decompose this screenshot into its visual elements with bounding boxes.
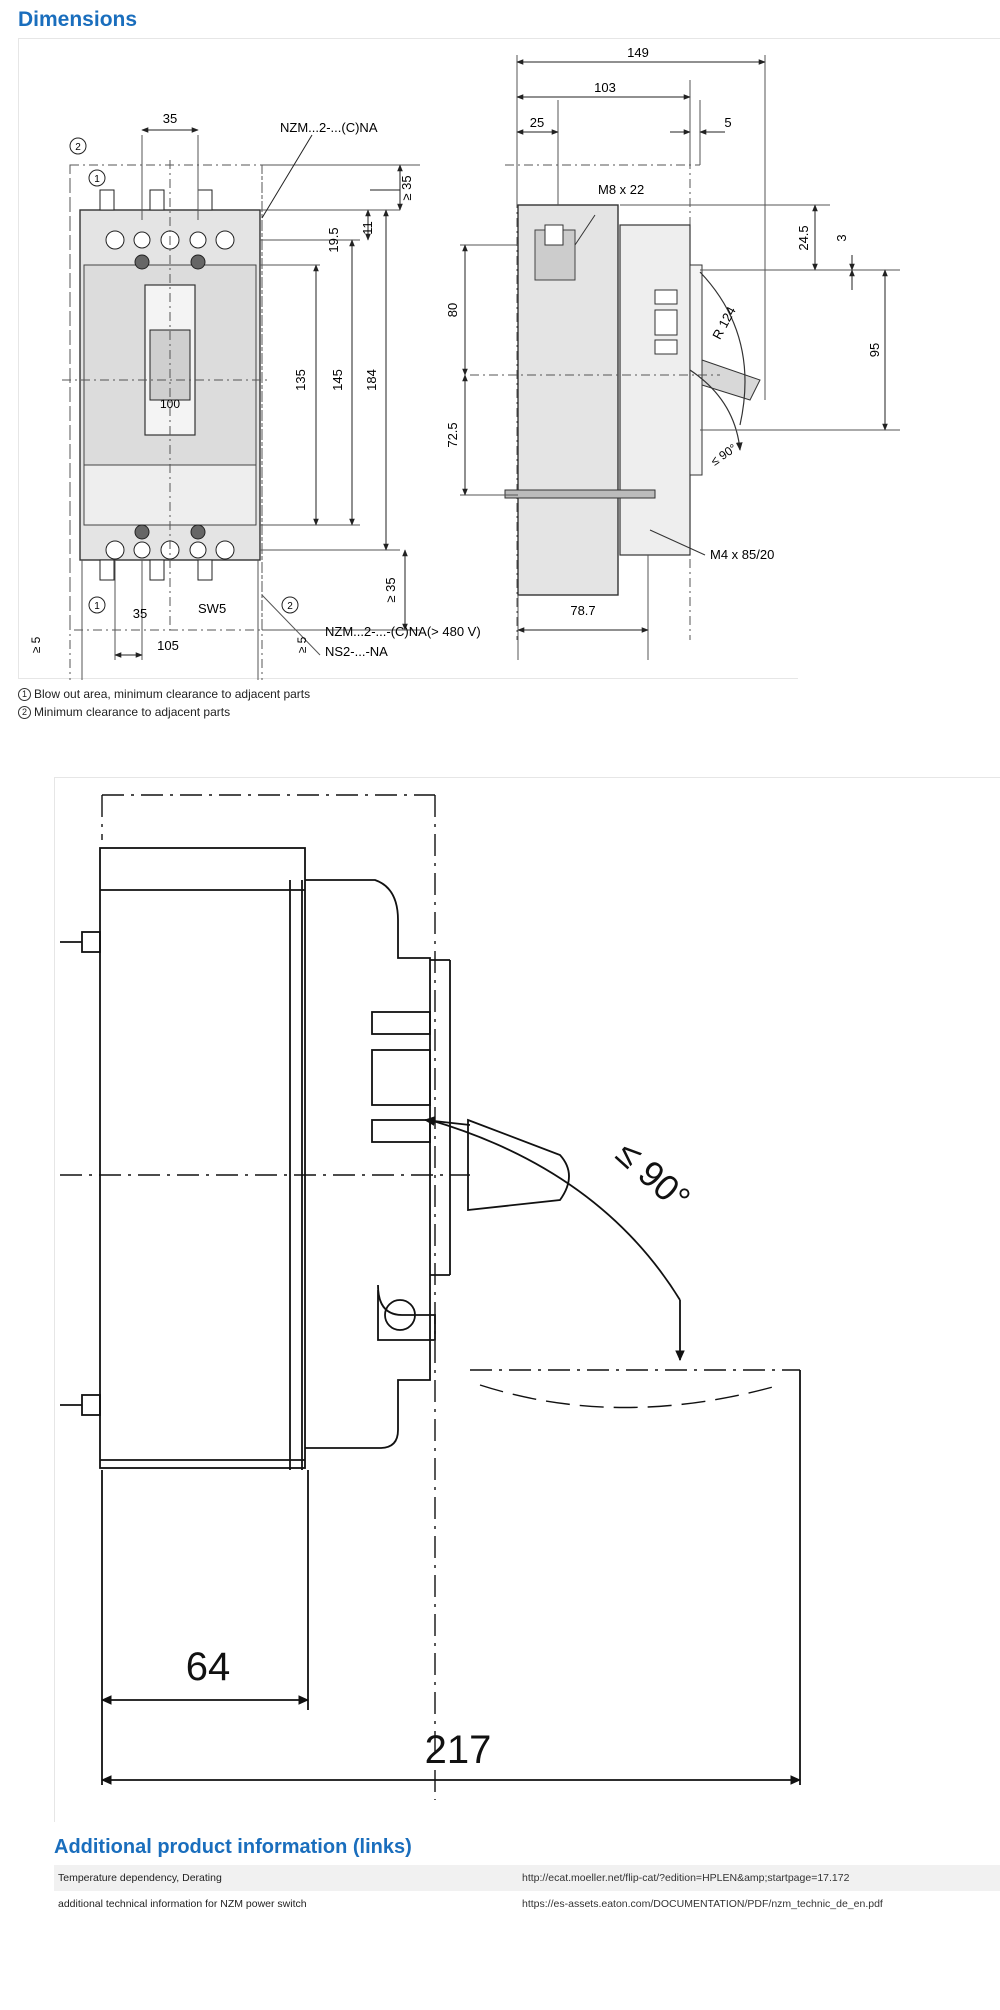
note-2-text: Minimum clearance to adjacent parts	[34, 705, 231, 719]
dim-24-5: 24.5	[796, 225, 811, 250]
circle-marker-2-bottom	[281, 596, 299, 614]
dim-78-7: 78.7	[570, 603, 595, 618]
front-view	[62, 127, 420, 680]
frame-left-rule	[18, 38, 19, 678]
dim-35-top: 35	[163, 111, 177, 126]
link-url[interactable]: https://es-assets.eaton.com/DOCUMENTATIO…	[522, 1898, 883, 1910]
label-nzm-top: NZM...2-...(C)NA	[280, 120, 378, 135]
dim-100: 100	[160, 397, 180, 411]
label-side-90: ≤ 90°	[708, 441, 739, 469]
dimension-drawing-top: 35 NZM...2-...(C)NA ≥ 35 11 19.5 135 145…	[29, 45, 900, 680]
dim-80: 80	[445, 303, 460, 317]
switch-cover	[305, 880, 398, 1820]
dim-11: 11	[360, 221, 375, 235]
link-url[interactable]: http://ecat.moeller.net/flip-cat/?editio…	[522, 1872, 850, 1884]
dim-64: 64	[186, 1645, 231, 1689]
link-url-cell: https://es-assets.eaton.com/DOCUMENTATIO…	[518, 1891, 1000, 1917]
dim-19-5: 19.5	[326, 227, 341, 252]
frame-bottom-rule	[18, 678, 798, 679]
dim-135: 135	[293, 369, 308, 391]
frame-top-rule	[18, 38, 1000, 39]
label-nzm-bottom: NZM...2-...-(C)NA(> 480 V)	[325, 624, 481, 639]
dim-35-bottom: 35	[133, 606, 147, 621]
link-row: Temperature dependency, Derating http://…	[54, 1865, 1000, 1891]
links-title: Additional product information (links)	[54, 1836, 412, 1858]
note-2-number: 2	[18, 706, 31, 720]
circle-label-2-top: 2	[75, 142, 81, 153]
circle-marker-2-top	[69, 137, 87, 155]
label-m8: M8 x 22	[598, 182, 644, 197]
circle-marker-1-top	[88, 169, 106, 187]
dim-105: 105	[157, 638, 179, 653]
dimension-drawing-bottom: 64 217 ≤ 90°	[60, 794, 802, 1820]
circle-label-1-top: 1	[94, 174, 100, 185]
frame-bottom-top-rule	[54, 777, 1000, 778]
dim-3: 3	[834, 234, 849, 241]
circle-label-2-bottom: 2	[287, 601, 293, 612]
label-sw5: SW5	[198, 601, 226, 616]
dim-149: 149	[627, 45, 649, 60]
circle-label-1-bottom: 1	[94, 601, 100, 612]
side-view	[460, 55, 900, 660]
dim-217: 217	[425, 1728, 492, 1772]
label-m4: M4 x 85/20	[710, 547, 774, 562]
dim-72-5: 72.5	[445, 422, 460, 447]
label-ns2: NS2-...-NA	[325, 644, 388, 659]
circle-marker-1-bottom	[88, 596, 106, 614]
dim-ge5-right: ≥ 5	[295, 636, 309, 653]
dim-103: 103	[594, 80, 616, 95]
note-1-text: Blow out area, minimum clearance to adja…	[34, 687, 311, 701]
frame-bottom-left-rule	[54, 777, 55, 1822]
link-label: Temperature dependency, Derating	[58, 1872, 222, 1884]
label-r124: R 124	[709, 304, 739, 342]
label-bottom-90: ≤ 90°	[608, 1132, 698, 1219]
section-title: Dimensions	[18, 8, 138, 31]
dim-5: 5	[724, 115, 731, 130]
links-table: Temperature dependency, Derating http://…	[54, 1865, 1000, 1917]
dim-ge35-top: ≥ 35	[399, 175, 414, 200]
switch-body	[99, 847, 306, 1469]
link-url-cell: http://ecat.moeller.net/flip-cat/?editio…	[518, 1865, 1000, 1891]
dim-145: 145	[330, 369, 345, 391]
link-row: additional technical information for NZM…	[54, 1891, 1000, 1917]
dim-ge5-left: ≥ 5	[29, 636, 43, 653]
link-label: additional technical information for NZM…	[58, 1898, 307, 1910]
note-1-number: 1	[18, 688, 31, 702]
dim-95: 95	[867, 343, 882, 357]
dim-184: 184	[364, 369, 379, 391]
dim-ge35-bottom: ≥ 35	[383, 577, 398, 602]
dim-25: 25	[530, 115, 544, 130]
